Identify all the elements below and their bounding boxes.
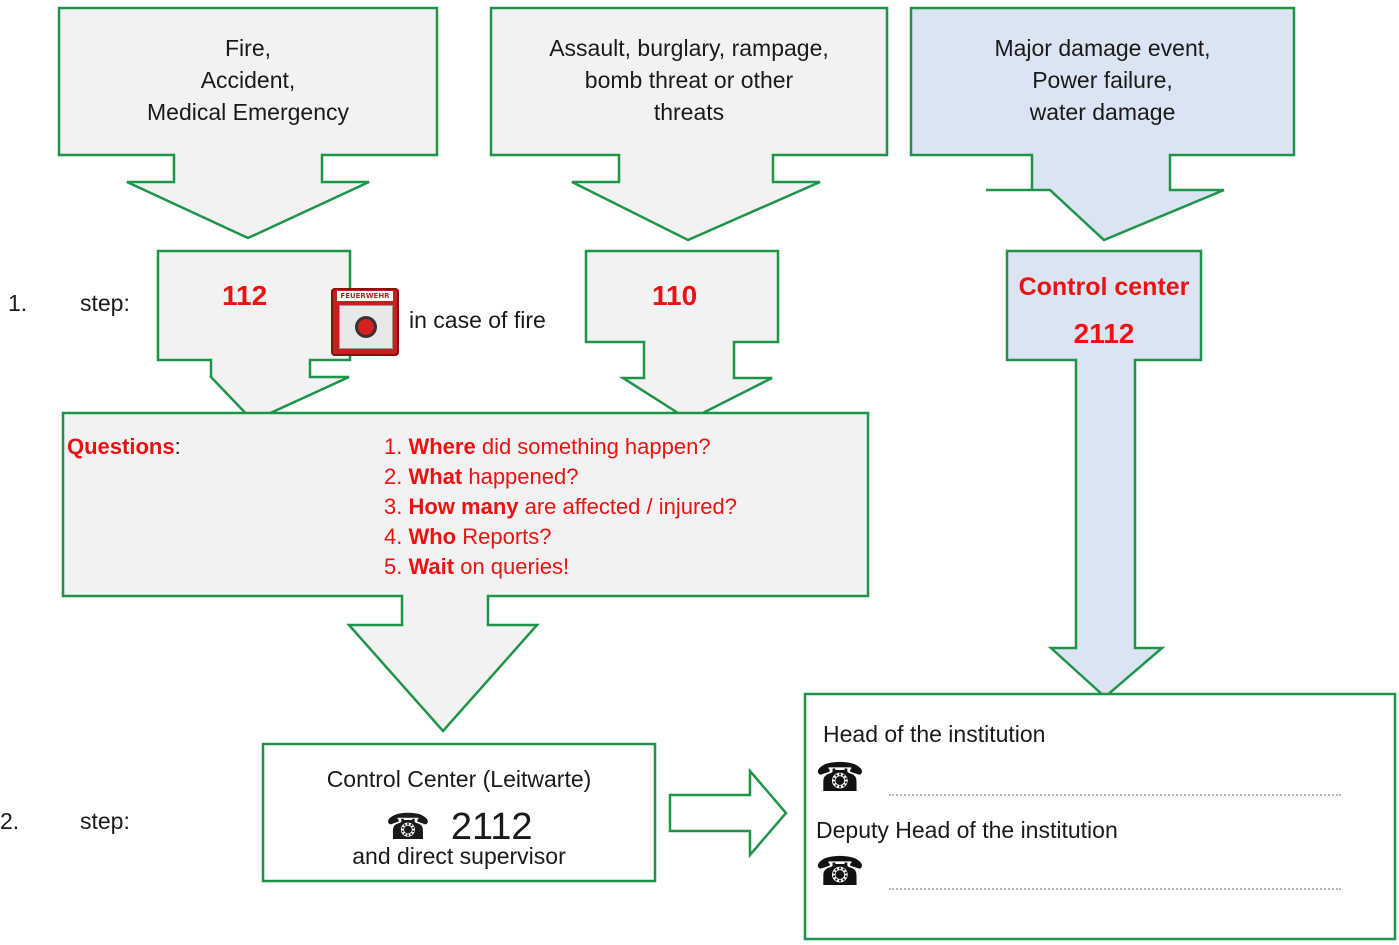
threat-line1: Assault, burglary, rampage,: [549, 35, 829, 61]
alarm-button-icon: [358, 319, 374, 335]
phone-icon: ☎: [815, 849, 865, 895]
box-112-arrow: [156, 249, 352, 423]
leitwarte-title: Control Center (Leitwarte): [326, 766, 592, 792]
question-item: 5. Wait on queries!: [384, 554, 570, 579]
emergency-number: 112: [222, 280, 268, 311]
control-center-title: Control center: [1018, 273, 1190, 301]
phone-icon: ☎: [815, 755, 865, 801]
contacts-box: [803, 692, 1397, 941]
question-item: 3. How many are affected / injured?: [384, 494, 738, 519]
phone-icon: ☎: [385, 807, 431, 848]
leitwarte-number: 2112: [450, 806, 533, 848]
damage-line3: water damage: [1029, 99, 1176, 125]
control-center-number: 2112: [1073, 318, 1135, 349]
damage-line1: Major damage event,: [994, 35, 1211, 61]
leitwarte-supervisor: and direct supervisor: [352, 843, 566, 869]
threat-box-arrow: [489, 6, 889, 242]
fire-box-text: Fire, Accident, Medical Emergency: [59, 32, 437, 128]
fire-alarm-label: FEUERWEHR: [337, 291, 393, 301]
question-item: 2. What happened?: [384, 464, 579, 489]
damage-line2: Power failure,: [1032, 67, 1173, 93]
control-center-box-arrow: [1005, 249, 1203, 699]
questions-list: 1. Where did something happen? 2. What h…: [384, 432, 737, 582]
threat-line2: bomb threat or other: [584, 67, 794, 93]
damage-box-text: Major damage event, Power failure, water…: [911, 32, 1294, 128]
questions-heading: Questions:: [67, 432, 181, 462]
head-label: Head of the institution: [823, 721, 1046, 747]
control-center-leitwarte-box: [261, 742, 657, 883]
step2-label: step:: [80, 808, 130, 834]
police-number: 110: [652, 280, 698, 311]
threat-box-text: Assault, burglary, rampage, bomb threat …: [491, 32, 887, 128]
question-item: 1. Where did something happen?: [384, 434, 711, 459]
fire-note: in case of fire: [409, 307, 546, 333]
leitwarte-phone-row: ☎ 2112: [263, 805, 655, 850]
fire-box-arrow: [57, 6, 439, 240]
question-item: 4. Who Reports?: [384, 524, 552, 549]
deputy-phone-field[interactable]: [889, 888, 1341, 890]
damage-box-arrow: [909, 6, 1296, 242]
step1-number: 1.: [8, 290, 28, 316]
step1-label: step:: [80, 290, 130, 316]
threat-line3: threats: [653, 99, 725, 125]
fire-line1: Fire,: [225, 35, 271, 61]
head-phone-field[interactable]: [889, 794, 1341, 796]
questions-box-arrow: [61, 411, 870, 733]
right-arrow: [668, 767, 788, 859]
fire-alarm-icon: FEUERWEHR: [331, 288, 399, 356]
fire-line3: Medical Emergency: [147, 99, 349, 125]
box-110-arrow: [584, 249, 780, 422]
questions-colon: :: [174, 434, 181, 459]
fire-line2: Accident,: [200, 67, 296, 93]
deputy-label: Deputy Head of the institution: [816, 817, 1118, 843]
step2-number: 2.: [0, 808, 20, 834]
questions-label: Questions: [67, 434, 175, 459]
